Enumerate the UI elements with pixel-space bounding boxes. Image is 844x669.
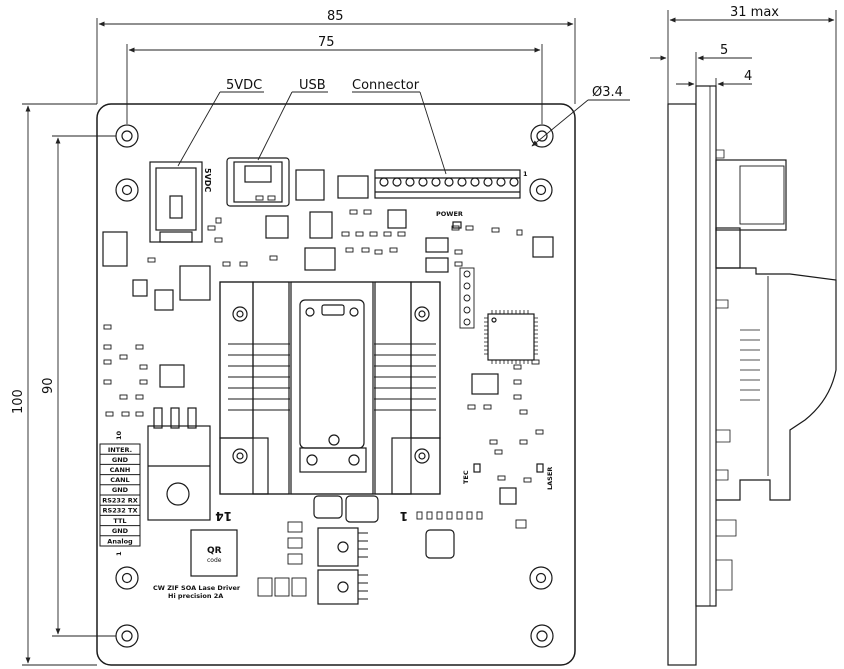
ic-chip bbox=[265, 215, 289, 239]
voltage-regulator bbox=[147, 407, 211, 521]
ic-chip bbox=[309, 211, 333, 239]
header-pin-label: GND bbox=[112, 486, 129, 494]
mounting-hole-bottom-right bbox=[530, 624, 554, 648]
side-view bbox=[667, 85, 837, 666]
dim-height-holes: 90 bbox=[41, 377, 56, 394]
callout-5vdc: 5VDC bbox=[226, 78, 262, 93]
io-header-box bbox=[99, 443, 141, 547]
header-pin-label: INTER. bbox=[108, 446, 132, 454]
led-tec bbox=[473, 463, 481, 473]
header-pin-label: RS232 TX bbox=[103, 507, 138, 515]
laser-led-label: LASER bbox=[546, 467, 554, 490]
ic-chip bbox=[159, 364, 185, 388]
side-dimension-lines bbox=[650, 10, 837, 280]
qr-code-box bbox=[190, 529, 238, 577]
terminal-pin-first: 1 bbox=[523, 170, 528, 178]
header-pin-last: 1 bbox=[115, 551, 123, 556]
header-pin-first: 10 bbox=[115, 430, 123, 440]
ic-chip bbox=[532, 236, 554, 258]
microcontroller-qfp bbox=[484, 310, 538, 364]
usb-connector bbox=[226, 157, 290, 207]
inductor bbox=[425, 257, 449, 273]
power-jack bbox=[149, 161, 203, 243]
ic-chip bbox=[345, 495, 379, 523]
power-led-label: POWER bbox=[436, 210, 463, 218]
header-pin-label: TTL bbox=[113, 517, 126, 525]
dim-side-max: 31 max bbox=[730, 5, 779, 20]
inner-hole bbox=[115, 178, 553, 590]
inductor bbox=[425, 237, 449, 253]
mosfet bbox=[317, 527, 368, 605]
ic-chip bbox=[499, 487, 517, 505]
header-pin-label: CANH bbox=[110, 466, 131, 474]
io-header-labels: INTER. GND CANH CANL GND RS232 RX RS232 … bbox=[102, 446, 138, 545]
header-pin-label: GND bbox=[112, 456, 129, 464]
tec-led-label: TEC bbox=[462, 470, 470, 484]
ic-chip bbox=[154, 289, 174, 311]
dimension-lines bbox=[22, 18, 630, 666]
dim-side-b: 4 bbox=[744, 69, 752, 84]
terminal-block-connector bbox=[374, 169, 521, 199]
product-line-2: Hi precision 2A bbox=[168, 592, 223, 600]
header-pin-label: Analog bbox=[107, 537, 133, 545]
pin-header bbox=[459, 267, 475, 329]
qr-sub: code bbox=[207, 557, 222, 564]
dim-hole-diameter: Ø3.4 bbox=[592, 85, 623, 100]
led-laser bbox=[536, 463, 544, 473]
ic-chip bbox=[471, 373, 499, 395]
ic-chip bbox=[313, 495, 343, 519]
dim-width-holes: 75 bbox=[318, 35, 335, 50]
pcb-outline bbox=[96, 103, 576, 666]
callout-connector: Connector bbox=[352, 78, 420, 93]
side-pcb bbox=[695, 85, 717, 607]
product-line-1: CW ZIF SOA Lase Driver bbox=[153, 584, 241, 592]
ic-chip bbox=[387, 209, 407, 229]
passive-components bbox=[103, 195, 544, 529]
header-pin-label: RS232 RX bbox=[102, 497, 138, 505]
ic-chip bbox=[132, 279, 148, 297]
front-view bbox=[96, 103, 576, 666]
jack-label: 5VDC bbox=[203, 168, 212, 192]
dim-height-outer: 100 bbox=[11, 389, 26, 414]
ic-chip bbox=[304, 247, 336, 271]
callout-usb: USB bbox=[299, 78, 326, 93]
mounting-hole-top-right bbox=[530, 124, 554, 148]
ic-chip bbox=[425, 529, 455, 559]
header-pin-label: CANL bbox=[110, 476, 129, 484]
ic-chip bbox=[179, 265, 211, 301]
zif-socket bbox=[219, 281, 441, 495]
led-power bbox=[452, 221, 462, 229]
side-connector bbox=[715, 159, 787, 231]
side-base-plate bbox=[667, 103, 697, 666]
side-socket-profile bbox=[716, 267, 837, 501]
qr-title: QR bbox=[207, 546, 222, 556]
dim-width-outer: 85 bbox=[327, 9, 344, 24]
capacitor-array bbox=[257, 521, 307, 597]
socket-pin-1: 1 bbox=[400, 509, 408, 523]
socket-pin-14: 14 bbox=[215, 509, 232, 523]
dim-side-a: 5 bbox=[720, 43, 728, 58]
ic-chip bbox=[337, 175, 369, 199]
ic-chip bbox=[102, 231, 128, 267]
header-pin-label: GND bbox=[112, 527, 129, 535]
ic-chip bbox=[295, 169, 325, 201]
